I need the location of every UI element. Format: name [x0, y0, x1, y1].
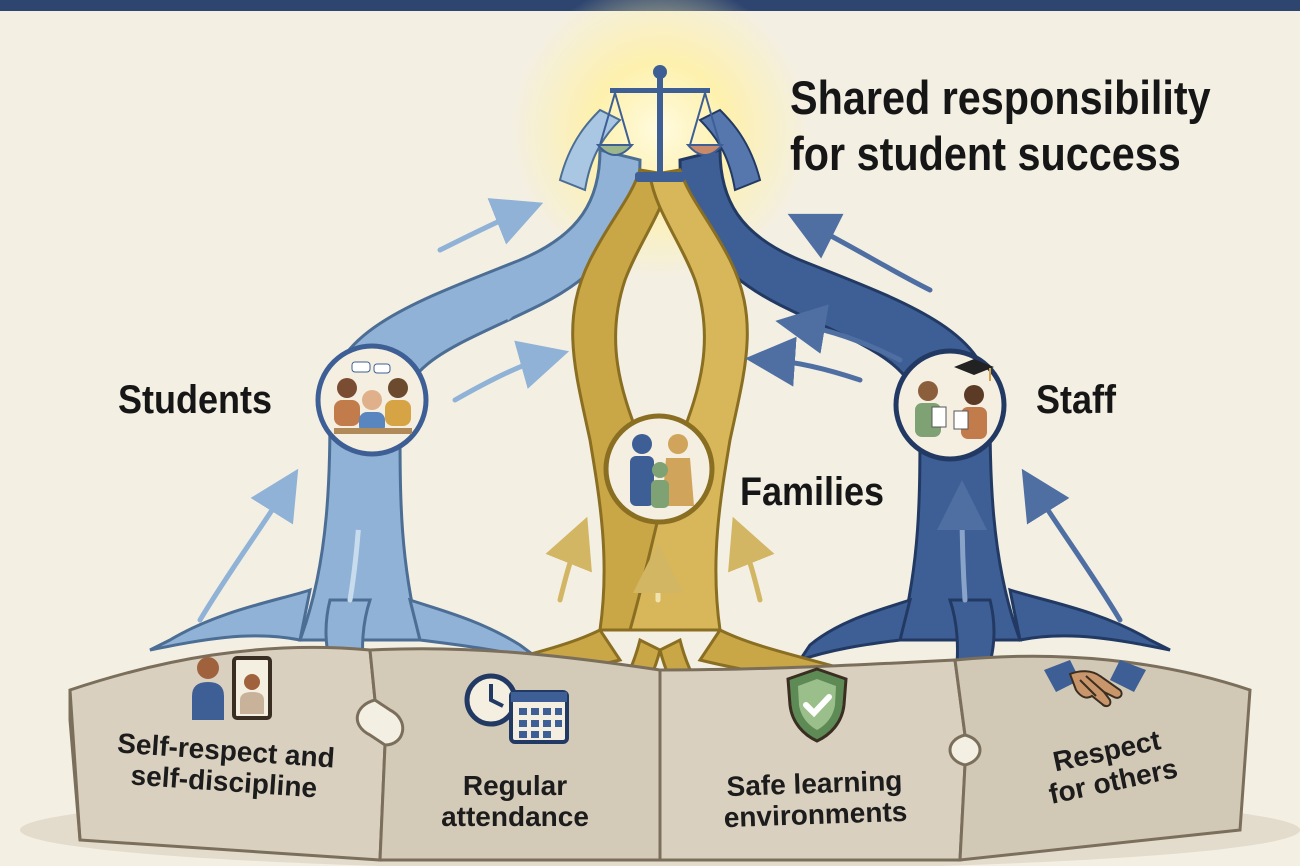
- foundation-tile-1-shape: [68, 645, 387, 862]
- diagram-title: Shared responsibility for student succes…: [790, 70, 1211, 183]
- clock-calendar-icon: [464, 673, 569, 744]
- person-mirror-icon: [192, 656, 272, 720]
- foundation-label-line-2: attendance: [441, 801, 589, 833]
- handshake-icon: [1044, 660, 1146, 708]
- group-label-families: Families: [740, 470, 885, 514]
- family-icon: [603, 413, 715, 525]
- foundation-label-safe-learning: Safe learning environments: [689, 764, 941, 835]
- foundation-tile-4-shape: [953, 654, 1252, 862]
- group-label-students: Students: [118, 378, 273, 422]
- foundation-tile-2-shape: [368, 647, 662, 862]
- title-line-2: for student success: [790, 127, 1181, 181]
- title-line-1: Shared responsibility: [790, 71, 1211, 124]
- staff-graduation-icon: [893, 348, 1007, 462]
- foundation-label-line-1: Regular: [462, 770, 568, 801]
- foundation-label-attendance: Regular attendance: [400, 770, 630, 833]
- foundation-tile-3-shape: [658, 658, 967, 862]
- stone-base: [68, 645, 1252, 862]
- students-group-icon: [315, 343, 429, 457]
- balance-scale-icon: [595, 65, 725, 182]
- group-label-staff: Staff: [1036, 378, 1117, 422]
- shield-check-icon: [786, 667, 848, 743]
- flow-arrows: [197, 198, 1123, 623]
